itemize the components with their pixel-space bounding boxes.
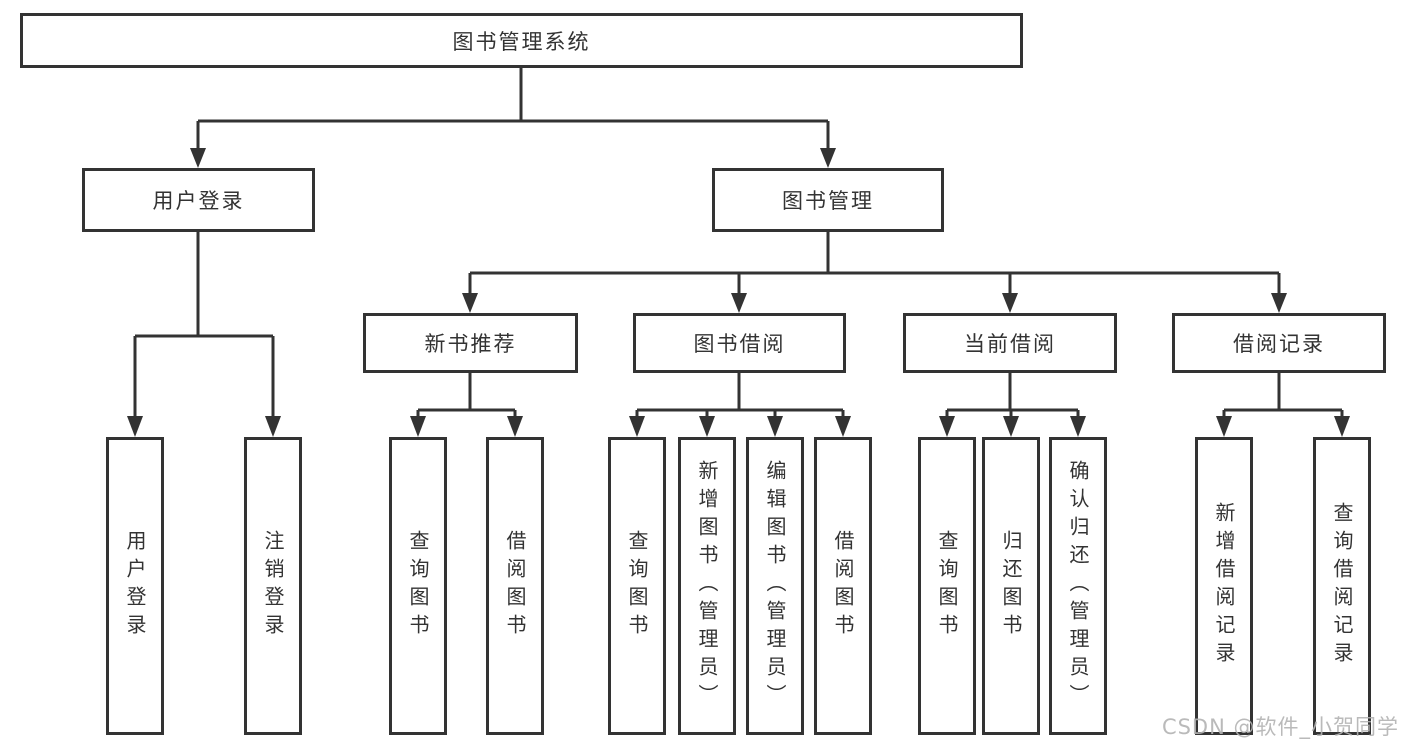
arrowhead [835, 416, 851, 437]
arrowhead [1216, 416, 1232, 437]
arrowhead [699, 416, 715, 437]
connector-current-borrowing [945, 373, 1080, 421]
node-book-management: 图书管理 [712, 168, 944, 232]
node-edit-books-admin: 编辑图书（管理员） [746, 437, 804, 735]
node-new-book-recommendation: 新书推荐 [363, 313, 578, 373]
arrowhead [939, 416, 955, 437]
connector-book-borrowing [635, 373, 845, 421]
leaf-label: 借阅图书 [831, 530, 855, 642]
connector-borrowing-records [1222, 373, 1344, 421]
node-user-login-leaf: 用户登录 [106, 437, 164, 735]
arrowhead [1334, 416, 1350, 437]
arrowhead [1003, 416, 1019, 437]
leaf-label: 借阅图书 [503, 530, 527, 642]
node-borrowing-records: 借阅记录 [1172, 313, 1386, 373]
node-user-login: 用户登录 [82, 168, 315, 232]
leaf-label: 查询图书 [406, 530, 430, 642]
node-return-books: 归还图书 [982, 437, 1040, 735]
leaf-label: 归还图书 [999, 530, 1023, 642]
arrowhead [462, 293, 478, 313]
node-logout: 注销登录 [244, 437, 302, 735]
arrowhead [507, 416, 523, 437]
leaf-label: 新增图书（管理员） [695, 460, 719, 712]
leaf-label: 查询借阅记录 [1330, 502, 1354, 670]
arrowhead [410, 416, 426, 437]
arrowhead [1271, 293, 1287, 313]
connector-book-management [468, 232, 1281, 297]
node-book-borrowing: 图书借阅 [633, 313, 846, 373]
connector-root-to-level2 [196, 68, 830, 153]
leaf-label: 编辑图书（管理员） [763, 460, 787, 712]
connector-user-login [133, 232, 275, 421]
node-borrow-books-borrowing: 借阅图书 [814, 437, 872, 735]
leaf-label: 确认归还（管理员） [1066, 460, 1090, 712]
node-query-books-current: 查询图书 [918, 437, 976, 735]
node-current-borrowing: 当前借阅 [903, 313, 1117, 373]
leaf-label: 查询图书 [935, 530, 959, 642]
arrowhead [820, 148, 836, 168]
arrowhead [265, 416, 281, 437]
watermark-text: CSDN @软件_小贺同学 [1161, 715, 1399, 739]
node-query-borrow-record: 查询借阅记录 [1313, 437, 1371, 735]
node-confirm-return-admin: 确认归还（管理员） [1049, 437, 1107, 735]
node-add-borrow-record: 新增借阅记录 [1195, 437, 1253, 735]
arrowhead [127, 416, 143, 437]
node-add-books-admin: 新增图书（管理员） [678, 437, 736, 735]
arrowhead [1002, 293, 1018, 313]
leaf-label: 用户登录 [123, 530, 147, 642]
leaf-label: 注销登录 [261, 530, 285, 642]
arrowhead [190, 148, 206, 168]
node-library-management-system: 图书管理系统 [20, 13, 1023, 68]
arrowhead [767, 416, 783, 437]
connector-new-book-recommendation [416, 373, 517, 421]
node-query-books-recommendation: 查询图书 [389, 437, 447, 735]
arrowhead [731, 293, 747, 313]
arrowhead [1070, 416, 1086, 437]
leaf-label: 新增借阅记录 [1212, 502, 1236, 670]
arrowhead [629, 416, 645, 437]
node-query-books-borrowing: 查询图书 [608, 437, 666, 735]
node-borrow-books-recommendation: 借阅图书 [486, 437, 544, 735]
leaf-label: 查询图书 [625, 530, 649, 642]
